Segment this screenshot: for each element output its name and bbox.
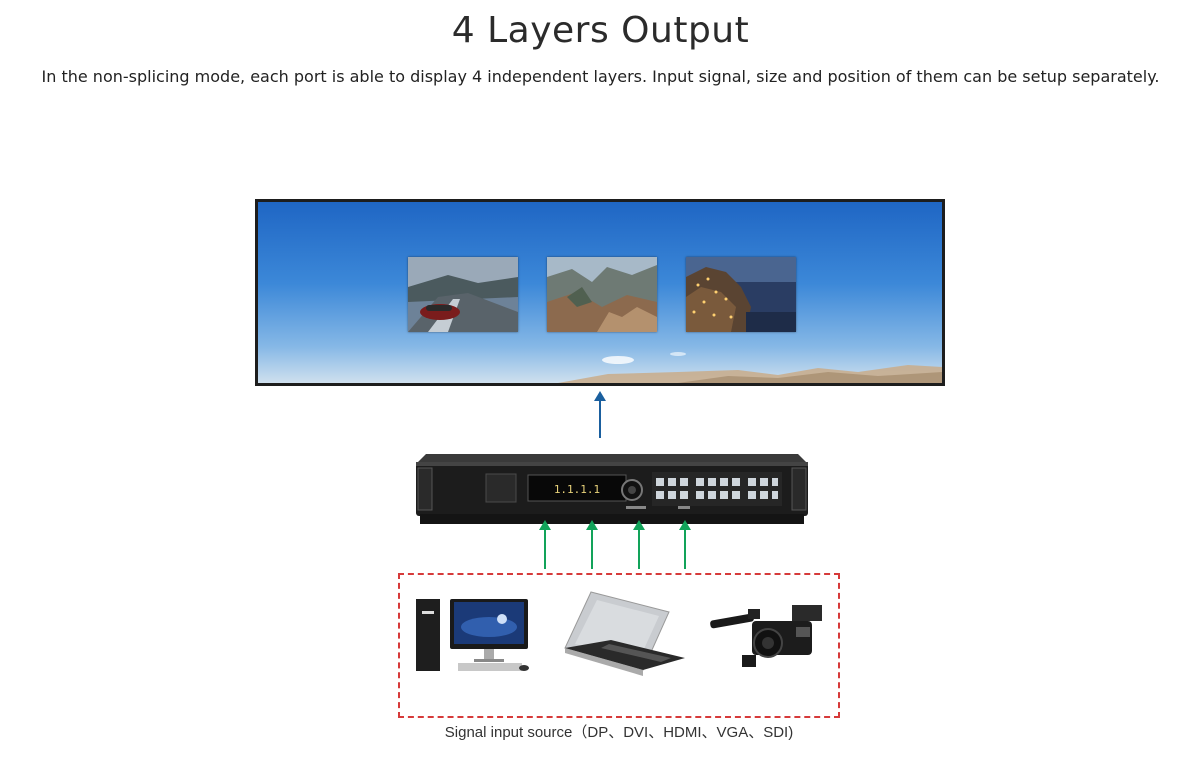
device-display-text: 1.1.1.1 (554, 483, 600, 496)
input-arrow (539, 520, 551, 569)
input-arrows (539, 520, 691, 569)
page-title: 4 Layers Output (451, 10, 750, 51)
layer-image-coastal-village (686, 257, 796, 332)
layer-image-sports-car (408, 257, 518, 332)
input-arrow (633, 520, 645, 569)
output-arrow (594, 391, 606, 438)
video-camera-icon (710, 605, 822, 667)
layer-image-mountain-canyon (547, 257, 657, 332)
led-screen (255, 199, 945, 386)
input-arrow (679, 520, 691, 569)
laptop-icon (564, 591, 685, 676)
video-processor: 1.1.1.1 (416, 454, 808, 524)
input-arrow (586, 520, 598, 569)
signal-source-caption: Signal input source（DP、DVI、HDMI、VGA、SDI) (444, 724, 794, 741)
desktop-computer-icon (416, 599, 529, 671)
screen-background (558, 352, 942, 383)
signal-source-box (398, 573, 840, 718)
page-description: In the non-splicing mode, each port is a… (41, 67, 1160, 86)
